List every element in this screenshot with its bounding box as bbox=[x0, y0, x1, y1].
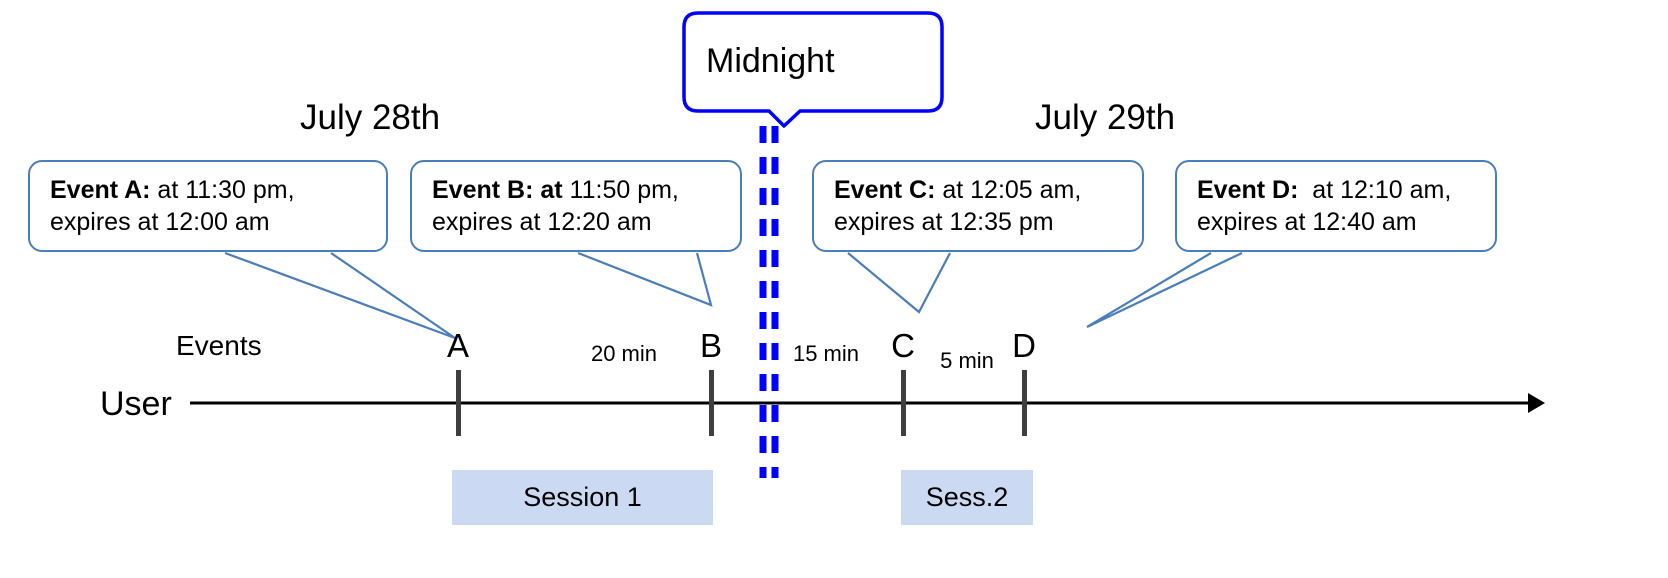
tick-letter-a: A bbox=[446, 327, 469, 364]
gap-label-b-to-c: 15 min bbox=[792, 341, 860, 366]
event-callout-b-bold: Event B: at bbox=[432, 176, 563, 204]
event-callout-a-bold: Event A: bbox=[50, 176, 151, 204]
event-callout-d: Event D: at 12:10 am, expires at 12:40 a… bbox=[1175, 160, 1497, 252]
date-label-july-29: July 29th bbox=[1035, 98, 1176, 137]
midnight-label: Midnight bbox=[706, 42, 835, 80]
axis-label-user: User bbox=[100, 385, 172, 423]
event-callout-b-rest: 11:50 pm, bbox=[562, 176, 679, 204]
event-callout-c-bold: Event C: bbox=[834, 176, 936, 204]
session-bar-2: Sess.2 bbox=[901, 470, 1033, 525]
tick-letter-b: B bbox=[699, 327, 722, 364]
event-callout-c-line1: Event C: at 12:05 am, bbox=[834, 174, 1126, 206]
event-callout-a-rest: at 11:30 pm, bbox=[150, 176, 295, 204]
event-callout-d-line2: expires at 12:40 am bbox=[1197, 208, 1417, 236]
event-callout-b-line2: expires at 12:20 am bbox=[432, 208, 652, 236]
event-callout-b: Event B: at 11:50 pm, expires at 12:20 a… bbox=[410, 160, 742, 252]
gap-label-c-to-d: 5 min bbox=[940, 348, 994, 373]
event-a-pointer bbox=[224, 251, 456, 340]
event-callout-c-line2: expires at 12:35 pm bbox=[834, 208, 1054, 236]
tick-mark-b bbox=[709, 370, 714, 436]
axis-label-events: Events bbox=[176, 330, 262, 361]
event-b-pointer bbox=[577, 251, 713, 307]
event-callout-a-line2: expires at 12:00 am bbox=[50, 208, 270, 236]
session-bar-1: Session 1 bbox=[452, 470, 713, 525]
event-callout-c: Event C: at 12:05 am, expires at 12:35 p… bbox=[812, 160, 1144, 252]
session-bar-2-label: Sess.2 bbox=[925, 482, 1009, 512]
date-label-july-28: July 28th bbox=[300, 98, 441, 137]
event-c-pointer bbox=[847, 252, 951, 314]
event-callout-d-rest: at 12:10 am, bbox=[1298, 176, 1452, 204]
tick-mark-c bbox=[901, 370, 906, 436]
event-callout-a: Event A: at 11:30 pm, expires at 12:00 a… bbox=[28, 160, 388, 252]
tick-letter-d: D bbox=[1012, 327, 1036, 364]
tick-mark-d bbox=[1022, 370, 1027, 436]
session-bar-1-label: Session 1 bbox=[523, 482, 642, 512]
timeline-arrowhead bbox=[1528, 393, 1545, 413]
event-callout-d-line1: Event D: at 12:10 am, bbox=[1197, 174, 1479, 206]
event-callout-b-line1: Event B: at 11:50 pm, bbox=[432, 174, 724, 206]
event-callout-d-bold: Event D: bbox=[1197, 176, 1299, 204]
event-callout-c-rest: at 12:05 am, bbox=[935, 176, 1082, 204]
gap-label-a-to-b: 20 min bbox=[590, 341, 658, 366]
tick-mark-a bbox=[456, 370, 461, 436]
event-d-pointer bbox=[1086, 252, 1243, 328]
tick-letter-c: C bbox=[891, 327, 915, 364]
event-callout-a-line1: Event A: at 11:30 pm, bbox=[50, 174, 370, 206]
